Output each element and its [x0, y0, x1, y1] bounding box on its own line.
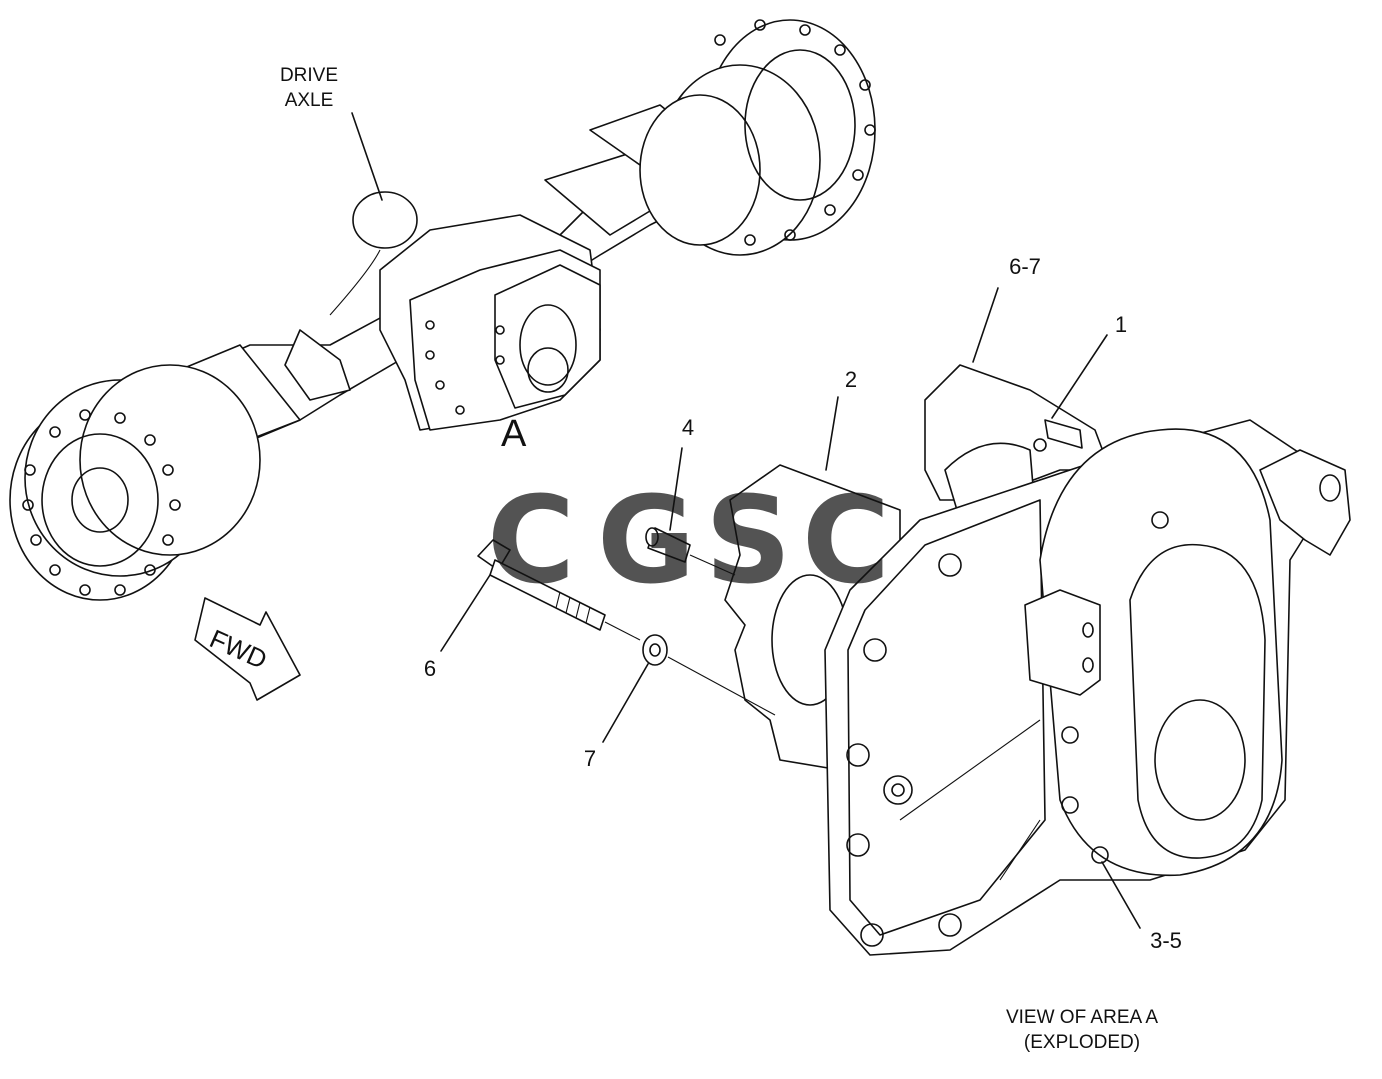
cgsc-watermark: C G S C — [487, 472, 890, 611]
area-marker-a: A — [501, 413, 527, 455]
view-caption: VIEW OF AREA A (EXPLODED) — [1006, 1007, 1158, 1053]
view-caption-line1: VIEW OF AREA A — [1006, 1007, 1158, 1028]
callout-4: 4 — [682, 415, 694, 440]
left-hub-bolts — [22, 409, 181, 596]
callout-3-5: 3-5 — [1150, 928, 1182, 953]
drive-axle-label-line2: AXLE — [285, 90, 334, 111]
view-caption-line2: (EXPLODED) — [1024, 1032, 1140, 1053]
right-hub-bolts — [714, 19, 876, 246]
callout-6-7: 6-7 — [1009, 254, 1041, 279]
watermark-letter-4: C — [802, 472, 890, 611]
callout-6: 6 — [424, 656, 436, 681]
fwd-arrow: FWD — [194, 597, 301, 701]
drive-axle-label: DRIVE AXLE — [280, 65, 383, 201]
callout-2: 2 — [845, 367, 857, 392]
exploded-fasteners — [477, 527, 776, 716]
watermark-letter-3: S — [705, 472, 791, 611]
callout-7: 7 — [584, 746, 596, 771]
exploded-housing — [724, 364, 1351, 956]
callouts: 6-7 1 2 4 6 7 3-5 — [424, 254, 1182, 953]
callout-1: 1 — [1115, 312, 1127, 337]
drive-axle-illustration — [9, 19, 876, 601]
watermark-letter-1: C — [487, 472, 575, 611]
watermark-letter-2: G — [597, 472, 696, 611]
drive-axle-label-line1: DRIVE — [280, 65, 338, 86]
